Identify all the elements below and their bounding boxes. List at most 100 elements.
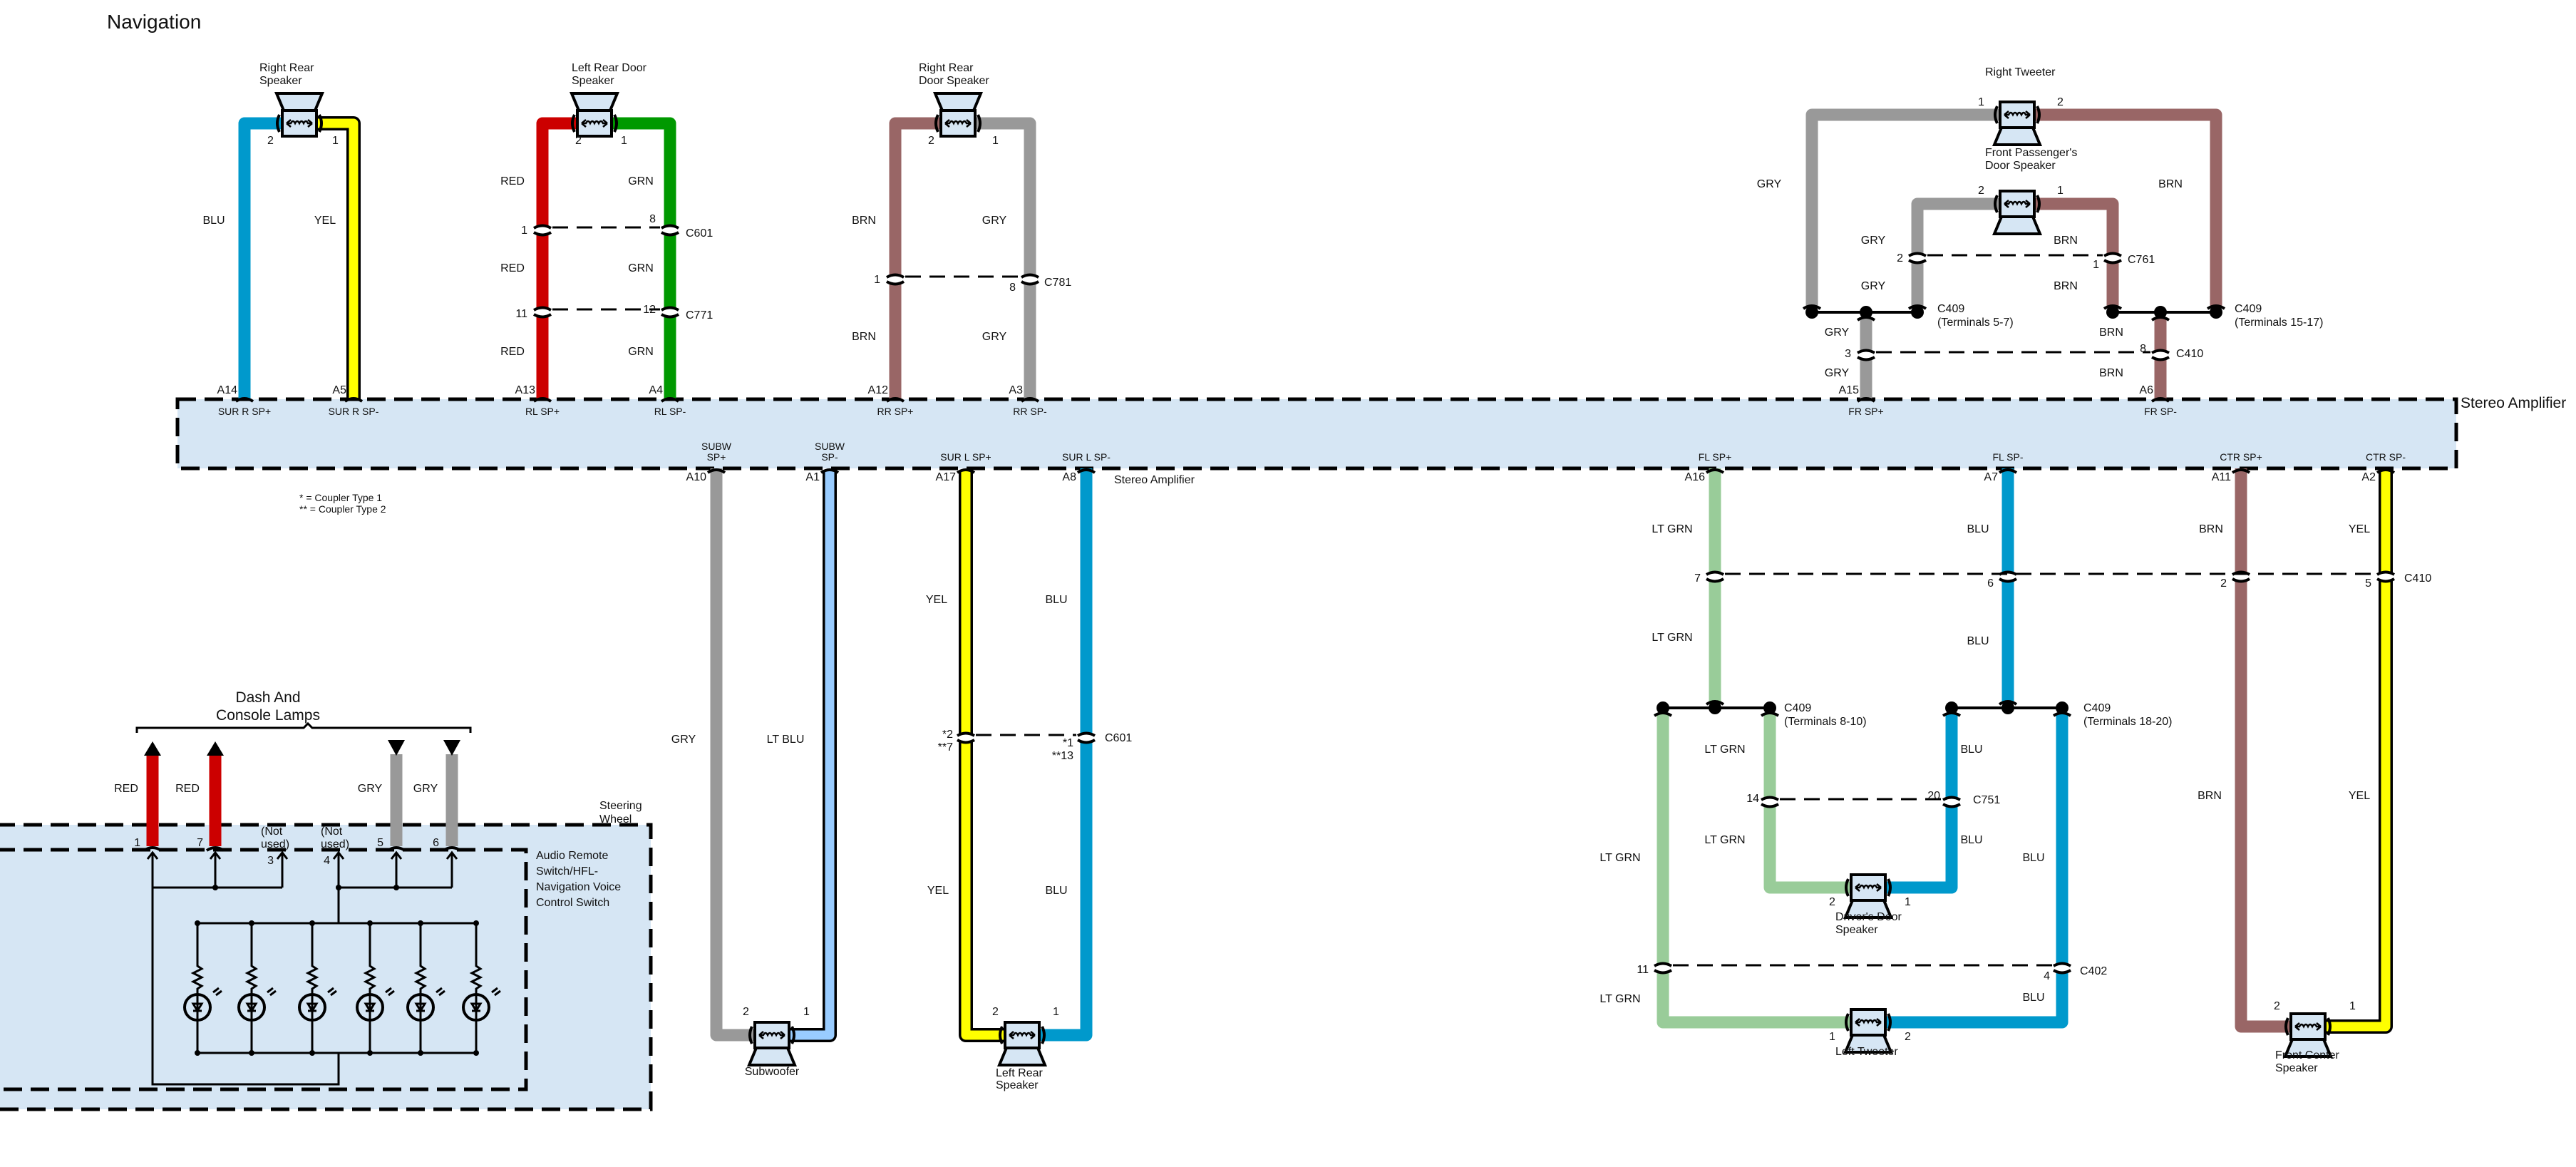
connector-gap	[957, 734, 975, 741]
label: YEL	[314, 215, 336, 227]
label: FL SP+	[1699, 451, 1732, 463]
label: 5	[377, 837, 383, 849]
label: RR SP+	[877, 406, 914, 417]
wire	[2034, 197, 2119, 307]
junction-dot	[1657, 701, 1669, 714]
speaker-terminals	[1845, 878, 1892, 897]
label: 11	[515, 308, 527, 320]
label: ** = Coupler Type 2	[299, 503, 386, 515]
label: 5	[2365, 577, 2371, 590]
label: 2	[575, 135, 582, 147]
label: Speaker	[259, 75, 302, 87]
label: A2	[2361, 471, 2376, 483]
label: A17	[936, 471, 957, 483]
label: Speaker	[572, 75, 614, 87]
speaker-cone	[274, 92, 324, 112]
junction-dot	[336, 885, 341, 890]
wire	[889, 117, 941, 399]
terminal-cap	[1076, 468, 1096, 474]
label: A16	[1685, 471, 1706, 483]
label: BLU	[202, 215, 225, 227]
label: 1	[2349, 1000, 2356, 1012]
speaker-terminals	[276, 114, 323, 133]
label: GRY	[1757, 178, 1782, 190]
circuit-line	[390, 850, 403, 888]
audio-remote-switch-box	[0, 848, 528, 1091]
label: used)	[321, 838, 349, 850]
label: 11	[1637, 964, 1649, 976]
speaker-cone	[1843, 1034, 1893, 1054]
label: (Terminals 15-17)	[2235, 317, 2323, 329]
connector-gap	[1857, 351, 1875, 359]
label: YEL	[2349, 523, 2370, 535]
label: Subwoofer	[745, 1066, 800, 1078]
label: A10	[686, 471, 707, 483]
terminal-cap	[2376, 468, 2396, 474]
wire	[1805, 108, 2000, 307]
label: 1	[803, 1006, 810, 1018]
connector-mark	[1653, 962, 1673, 975]
label: SUBW	[701, 441, 732, 452]
label: C410	[2404, 572, 2431, 585]
label: 8	[1009, 282, 1016, 294]
label: A1	[805, 471, 820, 483]
connector-gap	[533, 227, 552, 234]
label: 1	[2057, 185, 2064, 197]
label: CTR SP-	[2366, 451, 2406, 463]
front-center-speaker-icon	[2283, 1012, 2333, 1058]
junction-dot	[2056, 701, 2068, 714]
label: (Terminals 8-10)	[1784, 716, 1867, 728]
junction-dot	[2001, 701, 2014, 714]
label: 14	[1746, 793, 1759, 805]
circuit-line	[445, 850, 458, 888]
label: C751	[1973, 794, 2000, 806]
label: (Terminals 18-20)	[2083, 716, 2172, 728]
label: Left Rear Door	[572, 62, 647, 74]
arrow-up-icon	[207, 741, 224, 756]
circuit-line	[469, 923, 483, 1053]
label: Driver's Door	[1835, 911, 1902, 923]
subwoofer-icon	[747, 1021, 797, 1066]
label: C601	[686, 227, 713, 240]
label: LT BLU	[767, 734, 805, 746]
label: 8	[649, 213, 656, 225]
label: 12	[643, 304, 656, 316]
label: A12	[868, 384, 889, 396]
wire	[2325, 471, 2391, 1032]
label: C409	[2083, 702, 2111, 714]
connector-gap	[1942, 798, 1961, 806]
label: *1	[1063, 737, 1073, 749]
connector-gap	[1908, 255, 1927, 262]
label: GRY	[413, 783, 438, 795]
speaker-coil	[2294, 1022, 2322, 1031]
label: 2	[267, 135, 274, 147]
label: Speaker	[1835, 924, 1878, 936]
label: 2	[1978, 185, 1984, 197]
wire	[1657, 714, 1851, 1029]
label: 6	[433, 837, 439, 849]
speaker-cone	[1843, 899, 1893, 919]
circuit-line	[245, 987, 277, 1020]
label: BLU	[2022, 992, 2044, 1004]
wire	[1911, 197, 2000, 307]
label: Front Passenger's	[1985, 147, 2077, 159]
label: 1	[621, 135, 627, 147]
junction-dot	[249, 1050, 254, 1056]
label: A7	[1984, 471, 1998, 483]
connector-mark	[1907, 252, 1927, 264]
junction-dot	[473, 920, 479, 926]
circuit-line	[146, 850, 159, 888]
label: FR SP-	[2144, 406, 2177, 417]
label: BRN	[2099, 367, 2123, 379]
connector-mark	[532, 306, 552, 319]
label: SP+	[707, 451, 726, 463]
speaker-cone	[747, 1047, 797, 1066]
label: SUR L SP-	[1062, 451, 1111, 463]
arrow-down-icon	[388, 740, 405, 756]
speaker-terminals	[571, 114, 618, 133]
connector-gap	[1999, 573, 2017, 580]
terminal-cap	[143, 846, 163, 852]
wire	[789, 471, 835, 1040]
connector-gap	[2151, 351, 2170, 359]
terminal-cap	[1020, 397, 1040, 403]
